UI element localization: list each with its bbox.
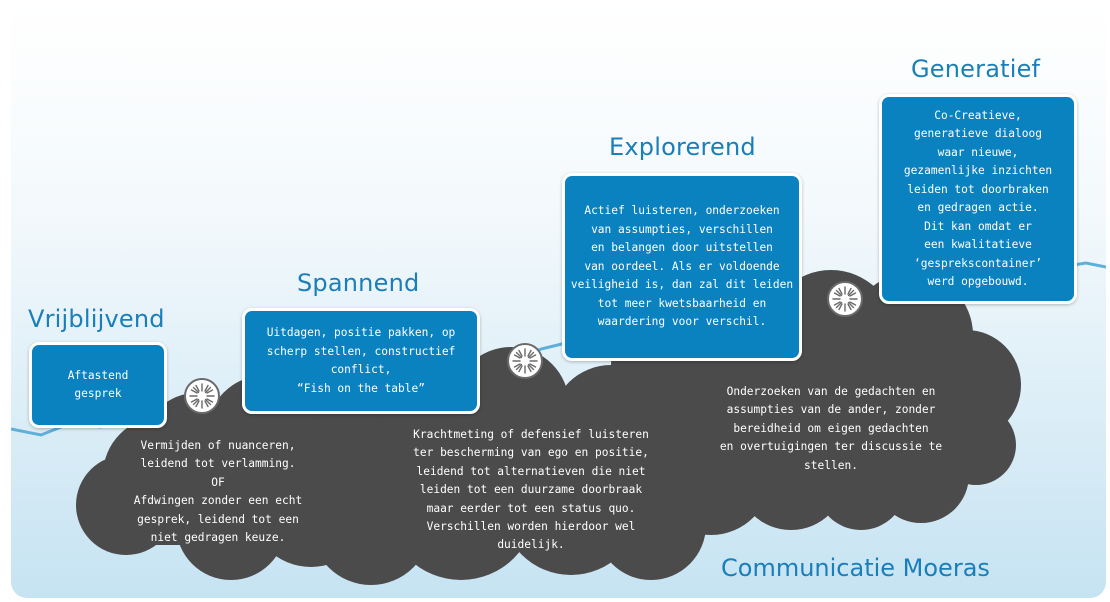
stage-title-vrijblijvend: Vrijblijvend — [28, 305, 165, 333]
diagram-panel: Vrijblijvend Aftastend gesprek Vermijden… — [11, 5, 1106, 598]
swamp-cloud — [76, 270, 1021, 585]
gear-icon — [184, 378, 220, 414]
stage-title-explorerend: Explorerend — [609, 133, 756, 161]
gear-icon — [507, 343, 543, 379]
stage-box-vrijblijvend: Aftastend gesprek — [29, 342, 167, 428]
cloud-text-spannend: Krachtmeting of defensief luisteren ter … — [413, 428, 649, 552]
stage-box-spannend: Uitdagen, positie pakken, op scherp stel… — [242, 308, 480, 414]
stage-title-generatief: Generatief — [911, 55, 1041, 83]
stage-title-spannend: Spannend — [297, 269, 420, 297]
cloud-text-vrijblijvend: Vermijden of nuanceren, leidend tot verl… — [133, 439, 303, 545]
footer-title: Communicatie Moeras — [721, 554, 990, 582]
cloud-text-explorerend: Onderzoeken van de gedachten en assumpti… — [719, 385, 943, 472]
gear-icon — [827, 281, 863, 317]
stage-box-generatief: Co-Creatieve, generatieve dialoog waar n… — [879, 94, 1077, 304]
stage-box-explorerend: Actief luisteren, onderzoeken van assump… — [562, 173, 802, 361]
